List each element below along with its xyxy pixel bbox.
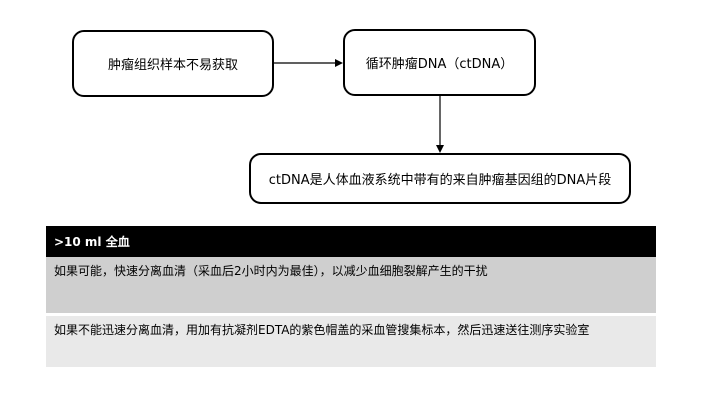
flow-node-tissue: 肿瘤组织样本不易获取	[72, 30, 274, 97]
sample-table: >10 ml 全血 如果可能，快速分离血清（采血后2小时内为最佳），以减少血细胞…	[46, 226, 656, 367]
table-header: >10 ml 全血	[46, 226, 656, 257]
table-row: 如果可能，快速分离血清（采血后2小时内为最佳），以减少血细胞裂解产生的干扰	[46, 257, 656, 313]
flow-node-ctdna: 循环肿瘤DNA（ctDNA）	[343, 29, 536, 96]
table-row: 如果不能迅速分离血清，用加有抗凝剂EDTA的紫色帽盖的采血管搜集标本，然后迅速送…	[46, 313, 656, 367]
flow-node-definition: ctDNA是人体血液系统中带有的来自肿瘤基因组的DNA片段	[249, 153, 631, 204]
